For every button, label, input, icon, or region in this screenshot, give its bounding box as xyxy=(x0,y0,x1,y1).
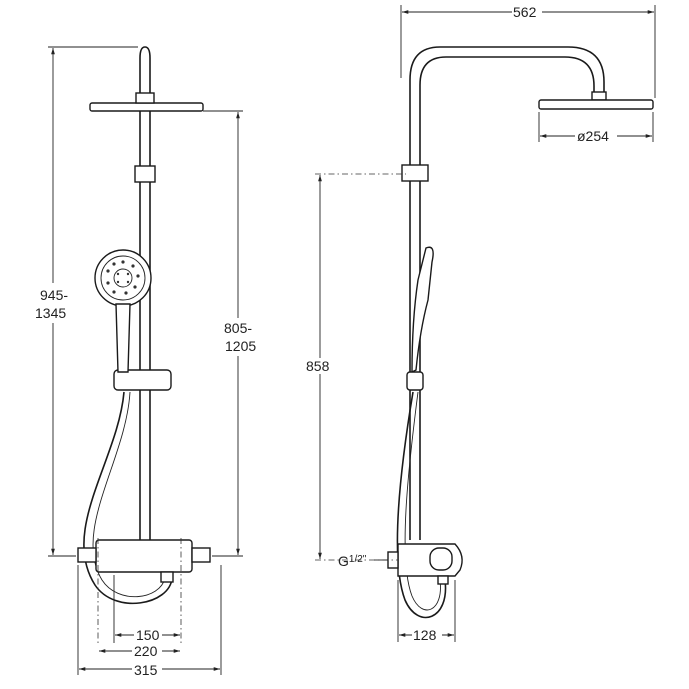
front-hand-shower xyxy=(94,249,152,373)
side-rail-clamp xyxy=(401,164,429,182)
side-hand-shower-holder xyxy=(406,371,424,391)
side-hose-outlet xyxy=(437,575,449,585)
side-overhead-shower-head xyxy=(538,99,654,110)
side-hand-shower xyxy=(411,246,434,374)
dim-inlet-thread-label: G1/2" xyxy=(338,553,367,569)
front-hand-shower-holder xyxy=(113,369,172,391)
side-head-connector xyxy=(591,91,607,101)
side-riser-and-arm xyxy=(409,46,605,540)
front-head-connector xyxy=(135,92,155,104)
front-mixer-handle-right xyxy=(191,547,211,563)
dim-head-height-label-top: 805- xyxy=(224,320,252,336)
side-mixer-display xyxy=(429,547,453,571)
front-hose-outlet xyxy=(160,571,174,583)
dim-total-height-label-bottom: 1345 xyxy=(35,305,66,321)
dim-mixer-depth-label: 128 xyxy=(413,627,437,643)
dim-total-height-label-top: 945- xyxy=(40,287,68,303)
dim-width-150-label: 150 xyxy=(136,627,160,643)
side-hose xyxy=(396,391,447,619)
dim-outlet-height-label: 858 xyxy=(306,358,330,374)
dim-head-diameter-label: ø254 xyxy=(577,128,609,144)
front-hose xyxy=(83,391,173,605)
front-view: 945- 1345 805- 1205 150 220 315 xyxy=(30,46,264,678)
side-view: 562 ø254 858 G1/2" 128 xyxy=(304,4,656,643)
dim-width-220-label: 220 xyxy=(134,643,158,659)
dim-width-315-label: 315 xyxy=(134,662,158,678)
dim-arm-reach-label: 562 xyxy=(513,4,537,20)
front-overhead-shower-head xyxy=(89,102,204,112)
dim-head-height-label-bottom: 1205 xyxy=(225,338,256,354)
front-mixer-handle-left xyxy=(77,547,97,563)
front-rail-clamp xyxy=(134,165,156,183)
front-thermostatic-mixer xyxy=(95,539,193,573)
